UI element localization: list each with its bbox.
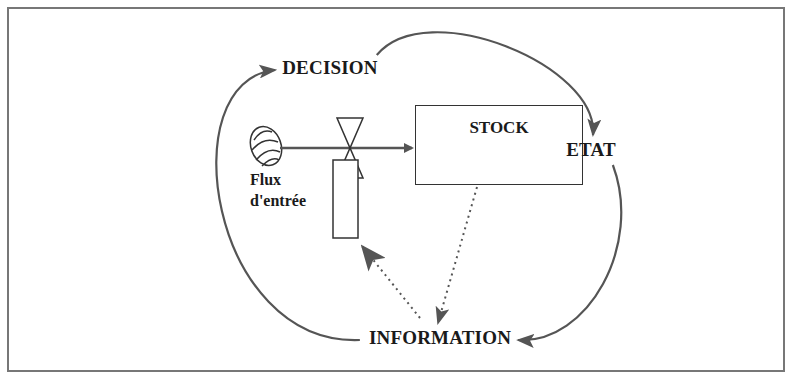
decision-node: DECISION [279, 55, 381, 81]
node-text: ETAT [566, 139, 616, 161]
node-text: INFORMATION [369, 327, 511, 349]
node-text: STOCK [416, 118, 582, 138]
state-node: ETAT [563, 137, 619, 163]
loop-arrow [216, 70, 360, 340]
loop-arrow [518, 165, 621, 340]
flow-pipe [280, 147, 412, 150]
stock-box: STOCK [415, 105, 583, 185]
flow-label: Flux d'entrée [250, 170, 326, 212]
information-link [438, 187, 477, 323]
valve-symbol [333, 118, 363, 238]
node-text: DECISION [282, 57, 378, 79]
info-to-valve-arrow [362, 246, 420, 318]
source-cloud [245, 122, 287, 170]
frame [8, 8, 784, 371]
information-node: INFORMATION [366, 325, 514, 351]
